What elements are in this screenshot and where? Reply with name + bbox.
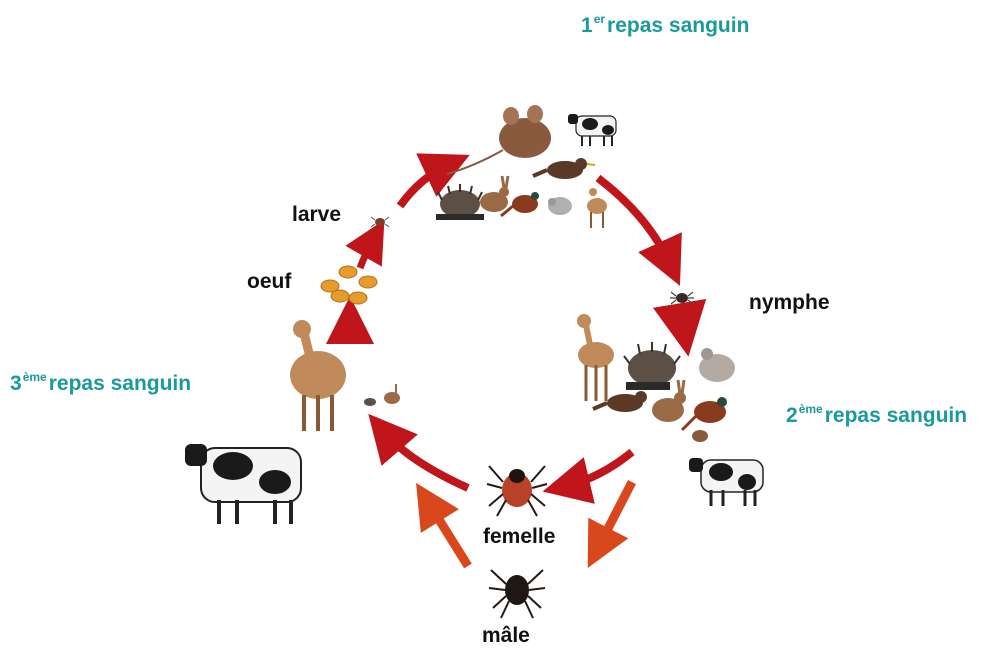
larva-tick-icon: [371, 217, 389, 227]
deer-icon: [587, 188, 607, 228]
arrow-egg-to-larva: [360, 238, 374, 268]
pheasant-icon: [682, 397, 727, 430]
arrow-first-meal-to-nymph: [598, 178, 670, 264]
male-tick-icon: [489, 570, 545, 618]
egg-label: oeuf: [247, 270, 291, 294]
nymph-label: nymphe: [749, 291, 830, 315]
larva-label: larve: [292, 203, 341, 227]
third-blood-meal-label: 3èmerepas sanguin: [10, 370, 191, 396]
egg-cluster: [321, 266, 377, 304]
cow-icon: [689, 458, 763, 506]
first-blood-meal-label: 1errepas sanguin: [581, 12, 749, 38]
nymph-tick-icon: [670, 292, 694, 304]
hare-icon: [480, 176, 509, 212]
arrow-into-nymph-feeding: [682, 318, 684, 330]
cow-icon: [568, 114, 616, 146]
hedgehog-icon: [624, 342, 680, 390]
mouse-icon: [692, 430, 708, 442]
cow-icon: [185, 444, 301, 524]
arrow-second-meal-to-female: [566, 452, 632, 486]
female-tick-icon: [487, 466, 547, 516]
arrow-male-to-female-left: [428, 502, 468, 566]
female-label: femelle: [483, 525, 555, 549]
blackbird-icon: [533, 158, 595, 179]
deer-icon: [290, 320, 346, 431]
arrow-female-to-third-meal: [384, 432, 468, 488]
squirrel-icon: [548, 197, 572, 215]
arrow-larva-to-first-meal: [400, 165, 448, 206]
deer-icon: [577, 314, 614, 401]
male-label: mâle: [482, 624, 530, 648]
hedgehog-icon: [364, 398, 376, 406]
mouse-icon: [447, 105, 551, 174]
hedgehog-icon: [436, 184, 484, 220]
squirrel-icon: [699, 348, 735, 382]
arrow-female-to-male-right: [598, 482, 632, 548]
hare-icon: [384, 384, 400, 404]
second-blood-meal-label: 2èmerepas sanguin: [786, 402, 967, 428]
blackbird-icon: [593, 391, 647, 412]
